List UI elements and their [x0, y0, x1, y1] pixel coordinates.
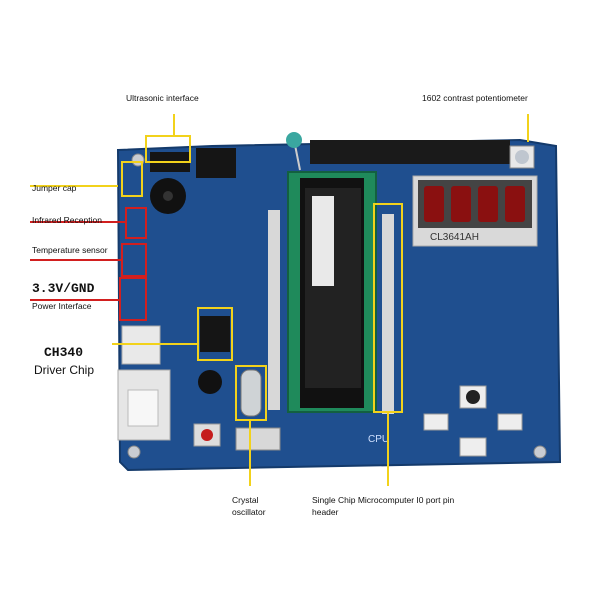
- label-ch340: CH340: [44, 345, 84, 360]
- label-mcu-io-header: Single Chip Microcomputer I0 port pin: [312, 495, 455, 505]
- mcu-chip: [305, 188, 361, 388]
- usb-port: [117, 369, 171, 441]
- potentiometer: [509, 145, 535, 169]
- label-power-voltage: 3.3V/GND: [32, 281, 95, 296]
- io-pin-header-left: [268, 210, 280, 410]
- label-contrast-potentiometer: 1602 contrast potentiometer: [422, 93, 528, 103]
- top-pin-header: [310, 140, 510, 164]
- ch340-chip: [200, 316, 230, 352]
- key-buttons: [423, 385, 523, 457]
- buzzer: [150, 178, 186, 214]
- label-ultrasonic-interface: Ultrasonic interface: [126, 93, 199, 103]
- seven-segment-display: CL3641AH: [412, 175, 538, 247]
- cpu-silkscreen: CPU: [368, 434, 389, 445]
- tilt-component: [286, 132, 302, 171]
- label-oscillator: oscillator: [232, 507, 266, 517]
- crystal-header-row: [235, 427, 281, 451]
- red-callouts: [30, 207, 147, 321]
- label-power-interface: Power Interface: [32, 301, 92, 311]
- display-model-text: CL3641AH: [430, 232, 479, 243]
- io-pin-header-right: [382, 214, 394, 414]
- crystal-oscillator: [240, 369, 262, 417]
- label-crystal: Crystal: [232, 495, 259, 505]
- label-temperature-sensor: Temperature sensor: [32, 245, 108, 255]
- label-infrared-reception: Infrared Reception: [32, 215, 102, 225]
- label-driver-chip: Driver Chip: [34, 363, 95, 377]
- electrolytic-capacitor: [198, 370, 222, 394]
- reset-button: [193, 423, 221, 447]
- yellow-callouts: [30, 114, 529, 486]
- label-jumper-cap: Jumper cap: [32, 183, 77, 193]
- label-mcu-header: header: [312, 507, 339, 517]
